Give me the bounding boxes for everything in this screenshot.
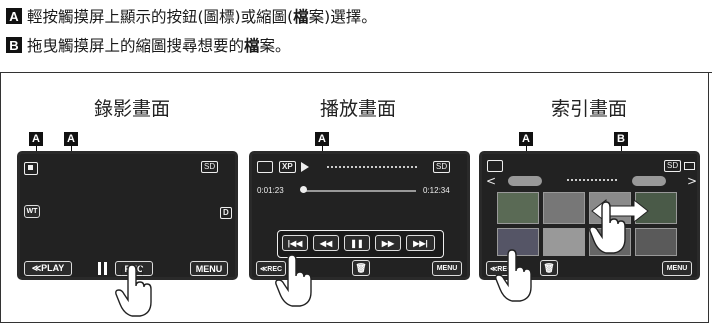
skip-back-icon[interactable]: |◀◀ [282, 235, 308, 251]
tapping-hand-icon [495, 249, 532, 302]
instruction-b-text-start: 拖曳觸摸屏上的縮圖搜尋想要的 [27, 37, 245, 55]
thumbnail[interactable] [543, 192, 585, 224]
video-mode-icon [487, 160, 503, 172]
menu-button[interactable]: MENU [190, 261, 228, 276]
total-time: 0:12:34 [423, 186, 450, 195]
rec-mode-button[interactable]: ≪REC [256, 261, 286, 276]
recording-screen: SD WT D ≪PLAY REC MENU [17, 151, 238, 280]
tapping-hand-icon [115, 264, 152, 317]
seek-bar[interactable] [304, 190, 416, 192]
illustration-frame [0, 72, 709, 323]
instruction-a: A 輕按觸摸屏上顯示的按鈕(圖標)或縮圖(檔案)選擇。 [6, 5, 377, 27]
pause-icon [104, 262, 107, 275]
pause-icon [98, 262, 101, 275]
dragging-hand-icon [589, 201, 626, 254]
camera-mode-icon [24, 162, 38, 175]
thumbnail[interactable] [635, 228, 677, 256]
instruction-b-text-end: 案。 [259, 37, 291, 55]
date-tab[interactable] [508, 176, 542, 186]
tapping-hand-icon [275, 254, 312, 307]
screen-title-index: 索引畫面 [550, 98, 628, 120]
screen-title-recording: 錄影畫面 [93, 98, 171, 120]
callout-a-3: A [315, 132, 329, 146]
prev-page-icon[interactable]: < [486, 174, 497, 188]
instruction-a-text-start: 輕按觸摸屏上顯示的按鈕(圖標)或縮圖( [27, 8, 294, 26]
wt-button[interactable]: WT [24, 205, 40, 218]
play-state-icon [301, 162, 309, 172]
seek-handle[interactable] [300, 186, 307, 193]
video-mode-icon [257, 161, 273, 173]
callout-a-1: A [29, 132, 43, 146]
callout-b: B [614, 132, 628, 146]
callout-a-2: A [64, 132, 78, 146]
badge-a: A [6, 8, 22, 24]
playback-controls: |◀◀ ◀◀ ❚❚ ▶▶ ▶▶| [277, 230, 444, 258]
instruction-b: B 拖曳觸摸屏上的縮圖搜尋想要的檔案。 [6, 34, 291, 56]
thumbnail[interactable] [497, 228, 539, 256]
instruction-a-text-end: 案)選擇。 [308, 8, 377, 26]
sd-card-icon: SD [433, 161, 451, 173]
date-label-placeholder [567, 179, 617, 181]
menu-button[interactable]: MENU [662, 261, 692, 276]
rewind-icon[interactable]: ◀◀ [313, 235, 339, 251]
menu-button[interactable]: MENU [432, 261, 462, 276]
instruction-a-bold: 檔 [293, 8, 309, 26]
battery-icon [684, 162, 695, 170]
divider [0, 72, 712, 73]
play-mode-button[interactable]: ≪PLAY [24, 261, 72, 276]
quality-xp-icon: XP [279, 161, 296, 173]
thumbnail[interactable] [543, 228, 585, 256]
pause-icon[interactable]: ❚❚ [344, 235, 370, 251]
playback-screen: XP SD 0:01:23 0:12:34 |◀◀ ◀◀ ❚❚ ▶▶ ▶▶| ≪… [249, 151, 470, 280]
thumbnail[interactable] [497, 192, 539, 224]
date-tab[interactable] [632, 176, 666, 186]
elapsed-time: 0:01:23 [257, 186, 284, 195]
fast-forward-icon[interactable]: ▶▶ [375, 235, 401, 251]
next-page-icon[interactable]: > [687, 174, 698, 188]
badge-b: B [6, 37, 22, 53]
sd-card-icon: SD [201, 161, 219, 173]
trash-icon[interactable]: 🗑 [352, 260, 370, 276]
file-info-placeholder [327, 166, 417, 168]
screen-title-playback: 播放畫面 [319, 98, 397, 120]
sd-card-icon: SD [664, 160, 682, 172]
trash-icon[interactable]: 🗑 [540, 260, 558, 276]
callout-a-4: A [519, 132, 533, 146]
d-icon: D [220, 207, 232, 219]
instructions: A 輕按觸摸屏上顯示的按鈕(圖標)或縮圖(檔案)選擇。 B 拖曳觸摸屏上的縮圖搜… [0, 0, 712, 76]
instruction-b-bold: 檔 [244, 37, 260, 55]
skip-forward-icon[interactable]: ▶▶| [406, 235, 435, 251]
